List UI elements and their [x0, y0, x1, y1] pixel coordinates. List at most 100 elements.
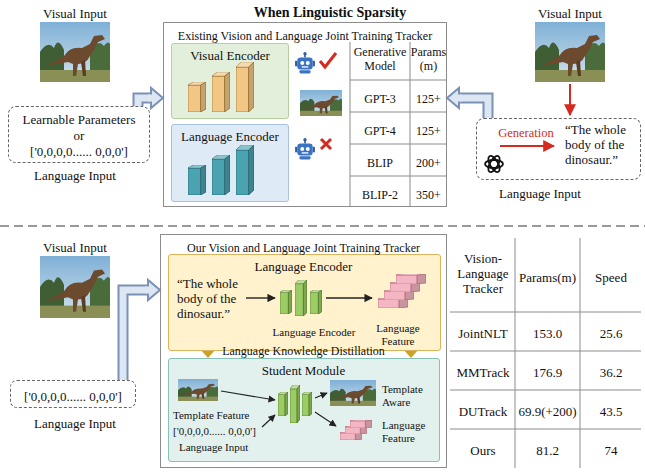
input-arrow — [123, 280, 160, 380]
text-slot: Language Input — [20, 414, 130, 432]
text-slot: Language Feature — [382, 419, 436, 446]
cross-mark — [321, 139, 331, 149]
node-heading: Language Encoder — [181, 130, 279, 145]
text-slot: Language Encoder — [169, 257, 438, 275]
arrow-outline — [123, 290, 148, 380]
arrow-outline — [459, 98, 488, 118]
encoder-layer — [280, 290, 292, 314]
dinosaur-image — [535, 22, 605, 82]
encoder-layer — [295, 280, 307, 316]
input-arrow — [447, 88, 488, 118]
table-cell: 36.2 — [600, 366, 623, 381]
table-cell: 69.9(+200) — [518, 405, 576, 420]
feature-plate — [350, 420, 372, 428]
node-text: Language Encoder — [273, 326, 356, 339]
text-slot: 74 — [581, 441, 641, 459]
dinosaur-image — [300, 90, 342, 116]
table-cell: 25.6 — [600, 327, 623, 342]
table-cell: 153.0 — [533, 327, 562, 342]
input-box: ['0,0,0,0...... 0,0,0'] — [10, 380, 136, 408]
node-heading: Learnable Parameters — [23, 113, 136, 128]
table-cell: JointNLT — [458, 327, 507, 342]
arrow-body — [457, 95, 462, 102]
table-rule — [350, 42, 447, 207]
text-slot: Params(m) — [516, 268, 579, 286]
node-heading: Our Vision and Language Joint Training T… — [187, 242, 420, 256]
table-rule — [450, 238, 641, 468]
dinosaur-image — [40, 256, 110, 318]
node-text: “The whole body of the dinosaur.” — [177, 277, 259, 322]
table-cell: DUTrack — [459, 405, 508, 420]
encoder-layer — [310, 290, 322, 314]
arrow-body — [148, 95, 153, 102]
feature-plate — [396, 274, 426, 284]
text-slot: ['0,0,0,0...... 0,0,0'] — [9, 142, 149, 160]
distillation-label: Language Knowledge Distillation — [222, 345, 385, 359]
generation-box: Generation“The whole body of the dinosau… — [476, 118, 641, 180]
table-cell: 43.5 — [600, 405, 623, 420]
text-slot: Visual Input — [530, 4, 610, 22]
text-slot: GPT-4 — [351, 121, 409, 139]
text-slot: 153.0 — [516, 324, 579, 342]
text-slot: 176.9 — [516, 363, 579, 381]
generation-arrow — [500, 145, 554, 147]
text-slot: Language Input — [490, 184, 590, 202]
text-slot: 125+ — [409, 89, 448, 107]
input-label: Visual Input — [43, 241, 107, 256]
table-cell: 350+ — [416, 189, 441, 203]
node-text: Language Feature — [359, 322, 437, 347]
text-slot: “The whole body of the dinosaur.” — [177, 277, 259, 322]
text-slot: Visual Encoder — [172, 46, 288, 64]
text-slot: 81.2 — [516, 441, 579, 459]
table-cell: BLIP — [367, 157, 393, 171]
table-header: Speed — [595, 271, 627, 286]
encoder-layer — [188, 82, 206, 112]
encoder-layer — [236, 62, 254, 112]
section-divider — [0, 225, 645, 227]
text-slot: 43.5 — [581, 402, 641, 420]
text-slot: Params (m) — [409, 46, 448, 74]
flow-arrow — [221, 391, 275, 400]
encoder-layer — [290, 385, 300, 423]
text-slot: Language Encoder — [172, 127, 288, 145]
text-slot: Template Aware — [382, 383, 436, 410]
text-slot: BLIP — [351, 153, 409, 171]
text-slot: Student Module — [169, 361, 438, 379]
text-slot: Speed — [581, 268, 641, 286]
text-slot: ['0,0,0,0...... 0,0,0'] — [173, 421, 293, 439]
text-slot: When Linguistic Sparsity — [200, 3, 460, 21]
generation-arrow — [569, 84, 571, 115]
table-cell: 176.9 — [533, 366, 562, 381]
node-heading: Student Module — [262, 364, 345, 379]
robot-icon — [295, 52, 315, 73]
node-heading: ['0,0,0,0...... 0,0,0'] — [24, 390, 122, 405]
text-slot: Language Input — [20, 166, 130, 184]
text-slot: Visual Input — [30, 4, 120, 22]
text-slot: 25.6 — [581, 324, 641, 342]
text-slot: GPT-3 — [351, 89, 409, 107]
table-header: Generative Model — [351, 46, 409, 74]
text-slot: JointNLT — [452, 324, 514, 342]
table-cell: 125+ — [416, 125, 441, 139]
text-slot: Existing Vision and Language Joint Train… — [164, 26, 446, 44]
encoder-layer — [188, 165, 206, 195]
text-slot: MMTrack — [452, 363, 514, 381]
node-text: Language Input — [179, 441, 248, 454]
node-text: Language Feature — [382, 419, 436, 444]
flow-arrow — [315, 393, 327, 398]
flow-arrow — [262, 415, 275, 427]
text-slot: Visual Input — [30, 238, 120, 256]
text-slot: Learnable Parameters — [9, 110, 149, 128]
table-cell: 125+ — [416, 93, 441, 107]
table-header: Params(m) — [519, 271, 576, 286]
input-label: Visual Input — [538, 7, 602, 22]
encoder-layer — [278, 392, 288, 416]
text-slot: Generative Model — [351, 46, 409, 74]
node-text: ['0,0,0,0...... 0,0,0'] — [30, 145, 128, 160]
encoder-layer — [236, 145, 254, 195]
node-text: or — [74, 129, 85, 144]
dinosaur-image — [330, 380, 376, 406]
node-text: ['0,0,0,0...... 0,0,0'] — [173, 425, 256, 438]
flow-arrow — [326, 297, 372, 298]
node-text: Template Aware — [382, 383, 436, 408]
